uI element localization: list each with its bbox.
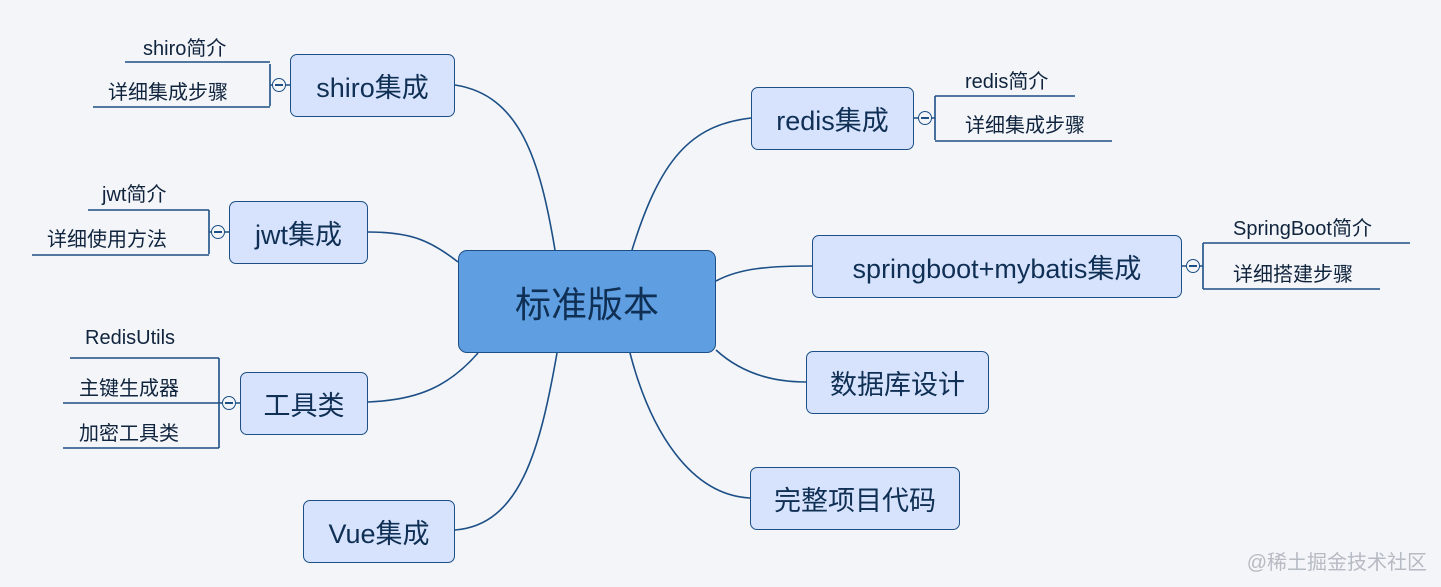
topic-tools-label: 工具类 <box>263 391 345 421</box>
branch-shiro <box>454 84 556 251</box>
leaf-springboot-steps[interactable]: 详细搭建步骤 <box>1233 264 1353 286</box>
topic-springboot-label: springboot+mybatis集成 <box>852 254 1142 284</box>
topic-shiro-label: shiro集成 <box>316 73 429 103</box>
collapse-toggle-jwt[interactable] <box>211 225 225 239</box>
branch-springboot <box>715 265 813 282</box>
topic-springboot[interactable]: springboot+mybatis集成 <box>812 235 1182 298</box>
collapse-toggle-tools[interactable] <box>222 396 236 410</box>
branch-redis <box>631 117 752 251</box>
collapse-toggle-shiro[interactable] <box>272 78 286 92</box>
root-label: 标准版本 <box>514 283 659 325</box>
leaf-redis-steps[interactable]: 详细集成步骤 <box>965 115 1085 137</box>
leaf-redis-intro[interactable]: redis简介 <box>965 71 1049 93</box>
topic-code-label: 完整项目代码 <box>774 486 936 516</box>
branch-jwt <box>367 231 459 263</box>
leaf-tools-redisutils[interactable]: RedisUtils <box>85 327 176 349</box>
branch-tools <box>367 352 479 403</box>
leaf-tools-keygen[interactable]: 主键生成器 <box>79 378 179 400</box>
topic-redis[interactable]: redis集成 <box>751 87 914 150</box>
collapse-toggle-redis[interactable] <box>918 111 932 125</box>
branch-code <box>629 352 751 499</box>
topic-redis-label: redis集成 <box>776 106 889 136</box>
topic-vue-label: Vue集成 <box>328 519 430 549</box>
leaf-jwt-intro[interactable]: jwt简介 <box>102 184 167 206</box>
topic-tools[interactable]: 工具类 <box>240 372 368 435</box>
leaf-shiro-steps[interactable]: 详细集成步骤 <box>108 82 228 104</box>
leaf-springboot-intro[interactable]: SpringBoot简介 <box>1233 218 1372 240</box>
topic-code[interactable]: 完整项目代码 <box>750 467 960 530</box>
topic-jwt[interactable]: jwt集成 <box>229 201 368 264</box>
branch-database <box>715 349 807 383</box>
topic-database[interactable]: 数据库设计 <box>806 351 989 414</box>
root-node[interactable]: 标准版本 <box>458 250 716 353</box>
leaf-jwt-usage[interactable]: 详细使用方法 <box>47 229 167 251</box>
leaf-shiro-intro[interactable]: shiro简介 <box>143 38 227 60</box>
topic-shiro[interactable]: shiro集成 <box>290 54 455 117</box>
topic-jwt-label: jwt集成 <box>255 220 342 250</box>
topic-vue[interactable]: Vue集成 <box>303 500 455 563</box>
watermark-text: @稀土掘金技术社区 <box>1246 552 1427 574</box>
branch-vue <box>454 352 558 531</box>
collapse-toggle-springboot[interactable] <box>1186 259 1200 273</box>
topic-database-label: 数据库设计 <box>830 370 965 400</box>
leaf-tools-crypto[interactable]: 加密工具类 <box>79 423 179 445</box>
